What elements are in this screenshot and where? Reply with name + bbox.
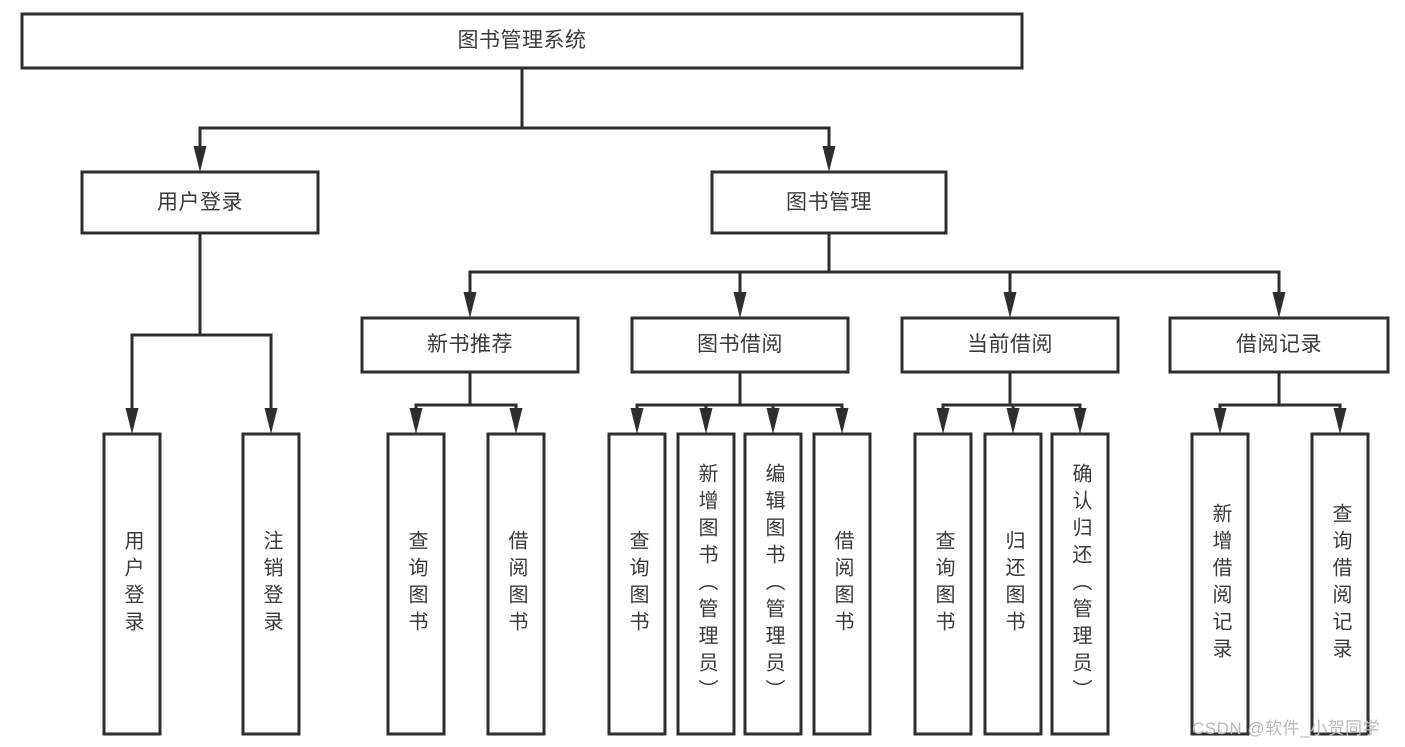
node-box-leaf-add-book[interactable] (676, 432, 736, 736)
node-box-root[interactable] (20, 12, 1024, 70)
edge-borrow-record-to-leaf-query-borrow-record-arrowhead (1333, 408, 1347, 434)
node-box-leaf-borrow-book-recommend[interactable] (486, 432, 546, 736)
edge-book-borrow-to-leaf-query-book-borrow-arrowhead (630, 408, 644, 434)
node-box-leaf-edit-book[interactable] (743, 432, 803, 736)
node-box-leaf-add-borrow-record[interactable] (1190, 432, 1250, 736)
node-box-layer (20, 12, 1390, 736)
node-box-leaf-query-book-current[interactable] (913, 432, 973, 736)
node-box-leaf-confirm-return[interactable] (1050, 432, 1110, 736)
edge-bm-to-new-book-recommend-arrowhead (463, 292, 477, 318)
node-box-leaf-query-borrow-record[interactable] (1310, 432, 1370, 736)
edge-borrow-record-to-leaf-add-borrow-record-arrowhead (1213, 408, 1227, 434)
edge-new-book-recommend-to-leaf-borrow-book-recommend-arrowhead (509, 408, 523, 434)
node-box-current-borrow[interactable] (900, 316, 1120, 374)
node-box-leaf-logout[interactable] (241, 432, 301, 736)
edge-current-borrow-to-leaf-query-book-current-arrowhead (936, 408, 950, 434)
edge-current-borrow-to-leaf-confirm-return-arrowhead (1073, 408, 1087, 434)
edge-book-borrow-to-leaf-add-book-arrowhead (699, 408, 713, 434)
edge-bm-to-borrow-record-arrowhead (1272, 292, 1286, 318)
edge-user-login-to-leaf-user-login-arrowhead (125, 408, 139, 434)
edge-bm-to-current-borrow-arrowhead (1003, 292, 1017, 318)
node-box-book-management[interactable] (710, 170, 948, 235)
watermark-text: CSDN @软件_小贺同学 (1192, 719, 1381, 738)
node-box-leaf-return-book[interactable] (983, 432, 1043, 736)
connector-layer (125, 66, 1347, 434)
edge-current-borrow-to-leaf-return-book-arrowhead (1006, 408, 1020, 434)
edge-user-login-to-leaf-logout-arrowhead (264, 408, 278, 434)
node-box-borrow-record[interactable] (1168, 316, 1390, 374)
edge-book-borrow-to-leaf-borrow-book-arrowhead (835, 408, 849, 434)
edge-book-borrow-to-leaf-edit-book-arrowhead (766, 408, 780, 434)
node-box-user-login[interactable] (80, 170, 320, 235)
node-box-leaf-borrow-book[interactable] (812, 432, 872, 736)
edge-root-to-book-management-arrowhead (822, 146, 836, 172)
edge-new-book-recommend-to-leaf-query-book-recommend-arrowhead (409, 408, 423, 434)
node-box-book-borrow[interactable] (630, 316, 850, 374)
edge-bm-to-book-borrow-arrowhead (733, 292, 747, 318)
edge-root-to-user-login-arrowhead (193, 146, 207, 172)
node-box-leaf-query-book-recommend[interactable] (386, 432, 446, 736)
node-box-new-book-recommend[interactable] (360, 316, 580, 374)
node-box-leaf-query-book-borrow[interactable] (607, 432, 667, 736)
node-box-leaf-user-login[interactable] (102, 432, 162, 736)
